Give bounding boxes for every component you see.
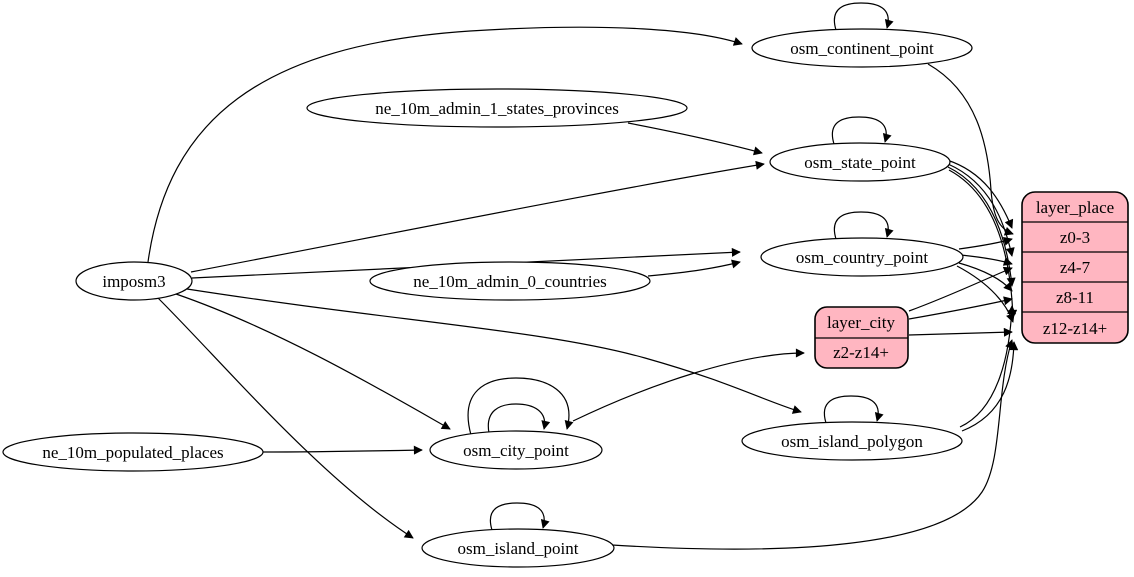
ne_10m_populated_places-label: ne_10m_populated_places [42,443,223,462]
layer_place-row-z4-7: z4-7 [1060,258,1091,277]
osm_continent_point-label: osm_continent_point [790,39,934,58]
layer_city-title: layer_city [827,313,895,332]
edge-osm_city_point-layer_city-z2-z14 [572,348,805,422]
edge-imposm3-osm_city_point [175,293,451,430]
osm_island_polygon-label: osm_island_polygon [781,432,923,451]
edge-osm_state_point-layer_place-z0-3 [946,159,1014,229]
selfloop-osm_island_point [489,502,550,531]
edge-imposm3-osm_state_point [190,160,765,273]
node-osm_island_polygon: osm_island_polygon [741,421,963,461]
record-layer_place: layer_place z0-3 z4-7 z8-11 z12-z14+ [1021,191,1129,344]
edge-osm_country_point-layer_place-z4-7 [960,254,1013,266]
osm_city_point-ellipse [429,430,603,470]
node-ne_10m_populated_places: ne_10m_populated_places [2,432,264,472]
node-ne_10m_admin_1_states_provinces: ne_10m_admin_1_states_provinces [306,88,688,128]
osm_state_point-ellipse [769,142,951,182]
osm_continent_point-ellipse [751,28,973,68]
osm_country_point-label: osm_country_point [796,248,928,267]
ne_10m_admin_1_states_provinces-label: ne_10m_admin_1_states_provinces [375,99,619,118]
edge-imposm3-osm_island_point [157,297,414,539]
osm_city_point-label: osm_city_point [463,441,569,460]
node-osm_city_point: osm_city_point [429,430,603,470]
edge-layer_city-layer_place-z4-7 [908,266,1013,312]
osm_island_polygon-ellipse [741,421,963,461]
record-layer_city: layer_city z2-z14+ [814,306,909,369]
ne_10m_admin_0_countries-label: ne_10m_admin_0_countries [413,272,607,291]
edge-osm_continent_point-layer_place-z0-3 [927,63,1014,236]
layer_city-row-z2-z14: z2-z14+ [833,343,889,362]
selfloop-osm_city_point-outer [467,377,574,436]
edge-osm_country_point-layer_place-z8-11 [958,262,1013,292]
node-osm_island_point: osm_island_point [421,528,615,568]
node-ne_10m_admin_0_countries: ne_10m_admin_0_countries [369,261,651,301]
layer_place-row-z8-11: z8-11 [1056,288,1094,307]
ne_10m_populated_places-ellipse [2,432,264,472]
layer_place-row-z0-3: z0-3 [1060,228,1090,247]
selfloop-osm_state_point [831,116,892,145]
ne_10m_admin_0_countries-ellipse [369,261,651,301]
imposm3-ellipse [75,261,193,301]
selfloop-osm_continent_point [833,2,894,31]
edge-osm_country_point-layer_place-z0-3 [958,237,1013,250]
osm_island_point-label: osm_island_point [458,539,579,558]
ne_10m_admin_1_states_provinces-ellipse [306,88,688,128]
edge-ne_10m_admin_0_countries-osm_country_point [647,259,741,277]
node-osm_country_point: osm_country_point [760,237,964,277]
node-osm_continent_point: osm_continent_point [751,28,973,68]
edge-osm_island_polygon-layer_place-z12-z14 [961,341,1019,432]
imposm3-label: imposm3 [102,272,165,291]
osm_country_point-ellipse [760,237,964,277]
osm_state_point-label: osm_state_point [804,153,916,172]
selfloop-osm_country_point [833,211,894,240]
node-imposm3: imposm3 [75,261,193,301]
selfloop-osm_city_point-inner [487,403,551,434]
edge-ne_10m_populated_places-osm_city_point [261,445,423,455]
edge-osm_island_point-layer_place-z12-z14 [611,339,1014,550]
osm_island_point-ellipse [421,528,615,568]
edge-imposm3-osm_island_polygon [186,288,802,414]
edges-group [147,2,1019,550]
selfloop-osm_island_polygon [823,395,884,424]
layer_place-box [1021,191,1129,344]
node-osm_state_point: osm_state_point [769,142,951,182]
layer_place-row-z12-z14: z12-z14+ [1043,319,1107,338]
edge-osm_state_point-layer_place-z12-z14 [948,169,1018,319]
edge-layer_city-layer_place-z8-11 [908,296,1013,320]
edge-imposm3-osm_continent_point [147,26,743,263]
edge-layer_city-layer_place-z12-z14 [908,327,1013,337]
layer_place-title: layer_place [1036,198,1114,217]
edge-osm_state_point-layer_place-z4-7 [947,163,1015,257]
edge-osm_island_polygon-layer_place-z8-11 [959,305,1017,428]
edge-ne_10m_admin_1_states_provinces-osm_state_point [627,122,763,156]
edge-osm_country_point-layer_place-z12-z14 [956,265,1015,323]
